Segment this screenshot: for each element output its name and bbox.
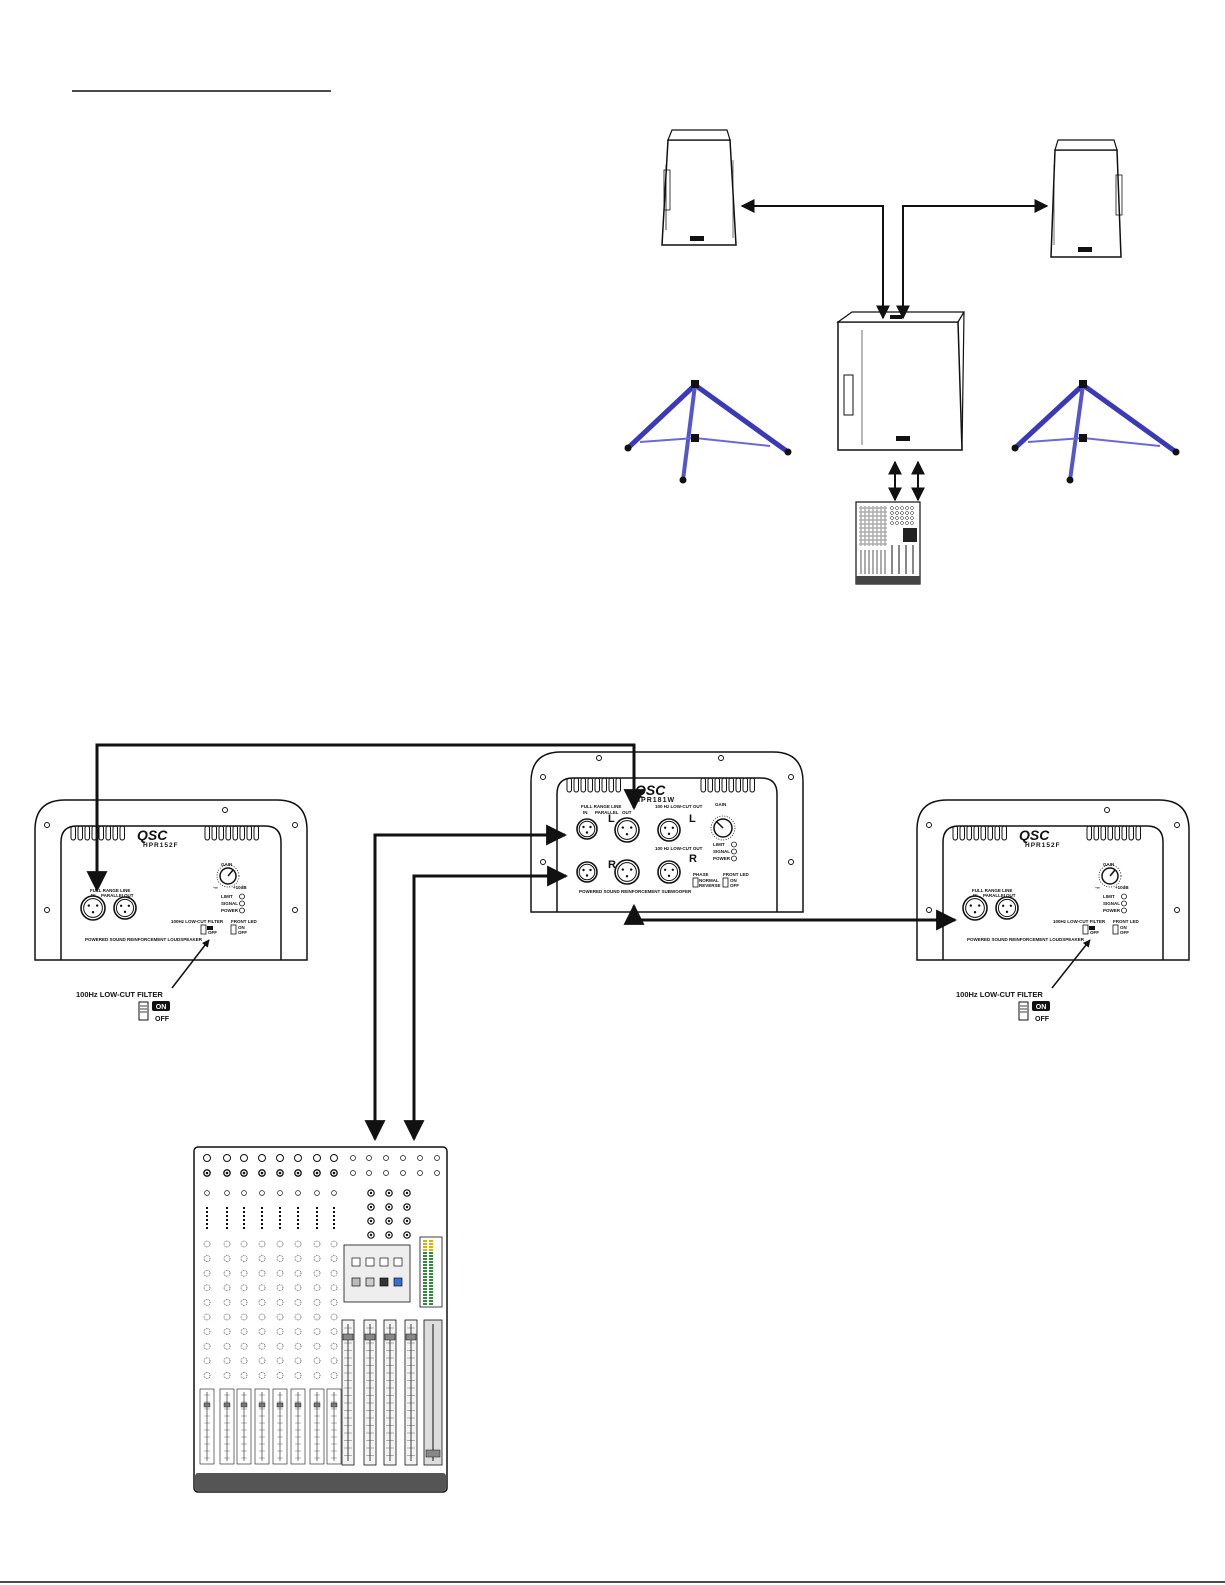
callout-left-off: OFF [155,1016,170,1023]
sub-xlr-in-right [576,861,598,883]
sub-hp-right-label: R [689,853,697,865]
sub-left-label: L [608,813,615,825]
main_panel-front_led: FRONT LED [231,919,257,924]
left-main-brand-logo: QSC [137,827,168,843]
main_panel-filter_switch: 100Hz LOW-CUT FILTER [1053,919,1106,924]
left-main-model: HPR152F [143,842,179,849]
left-main-xlr-out [113,896,137,920]
sub_panel-front_led: FRONT LED [723,872,749,877]
sub_panel-footer: POWERED SOUND REINFORCEMENT SUBWOOFER [579,889,692,894]
sub_panel-phase_normal: NORMAL [699,878,719,883]
callout-right-on: ON [1036,1004,1047,1011]
right-speaker-on-stand [1011,139,1180,484]
main_panel-footer: POWERED SOUND REINFORCEMENT LOUDSPEAKER [85,937,203,942]
sub-xlr-in-left [576,818,598,840]
sub_panel-phase_label: PHASE [693,872,709,877]
sub_panel-gain_label: GAIN [715,802,726,807]
main_panel-off: OFF [208,930,217,935]
callout-left-title: 100Hz LOW-CUT FILTER [76,990,163,999]
right-main-model: HPR152F [1025,842,1061,849]
sub-right-label: R [608,859,616,871]
sub_panel-on: ON [730,878,737,883]
sub-hp-left-label: L [689,813,696,825]
sub_panel-leds-0: LIMIT [713,842,725,847]
sub-model: HPR181W [635,797,675,804]
main_panel-out_label: OUT [1006,893,1016,898]
callout-left-on: ON [156,1004,167,1011]
main_panel-gain_min: -∞ [1095,885,1100,890]
sub_panel-hp_out_label: 100 Hz LOW-CUT OUT [655,846,703,851]
left-speaker-on-stand [624,129,792,484]
right-main-xlr-in [962,895,988,921]
main_panel-parallel_label: PARALLEL [101,893,125,898]
sub_panel-parallel_label: PARALLEL [595,810,619,815]
main_panel-leds-1: SIGNAL [221,901,238,906]
sub-xlr-hp-right [657,860,681,884]
main_panel-footer: POWERED SOUND REINFORCEMENT LOUDSPEAKER [967,937,1085,942]
main_panel-input_title: FULL RANGE LINE [972,888,1012,893]
main_panel-leds-0: LIMIT [221,894,233,899]
callout-right-off: OFF [1035,1016,1050,1023]
sub_panel-hp_out_label: 100 Hz LOW-CUT OUT [655,804,703,809]
main_panel-parallel_label: PARALLEL [983,893,1007,898]
cable-mixer-left-to-sub [364,824,568,1142]
main_panel-front_led: FRONT LED [1113,919,1139,924]
right-main-brand-logo: QSC [1019,827,1050,843]
subwoofer-illustration [836,311,966,451]
main_panel-gain_label: GAIN [1103,862,1114,867]
left-main-xlr-in [80,895,106,921]
cable-sub-out-to-right-main [623,903,958,931]
main_panel-leds-2: POWER [1103,908,1121,913]
sub_panel-leds-2: POWER [713,856,731,861]
sub-xlr-out-right [614,859,640,885]
mixer-small-illustration [855,501,921,585]
callout-pointer-right [1051,939,1091,989]
sub-xlr-hp-left [657,818,681,842]
sub_panel-in_label: IN [583,810,588,815]
main_panel-on: ON [238,925,245,930]
top-signal-arrows [740,199,1049,502]
left-main-speaker-panel [34,799,308,961]
mixer-large-illustration [193,1146,448,1493]
main_panel-out_label: OUT [124,893,134,898]
sub_panel-leds-1: SIGNAL [713,849,730,854]
main_panel-off: OFF [1090,930,1099,935]
main_panel-leds-0: LIMIT [1103,894,1115,899]
right-main-xlr-out [995,896,1019,920]
sub_panel-phase_reverse: REVERSE [699,883,721,888]
main_panel-leds-2: POWER [221,908,239,913]
main_panel-gain_max: +10dB [233,885,247,890]
callout-pointer-left [171,939,210,989]
main_panel-off: OFF [1120,930,1129,935]
main_panel-off: OFF [238,930,247,935]
callout-right: 100Hz LOW-CUT FILTER ON OFF [956,990,1050,1023]
callout-left: 100Hz LOW-CUT FILTER ON OFF [76,990,170,1023]
right-main-speaker-panel [916,799,1190,961]
sub_panel-input_title: FULL RANGE LINE [581,804,621,809]
main_panel-gain_min: -∞ [213,885,218,890]
main_panel-gain_label: GAIN [221,862,232,867]
sub-xlr-out-left [614,817,640,843]
callout-right-title: 100Hz LOW-CUT FILTER [956,990,1043,999]
sub_panel-out_label: OUT [622,810,632,815]
main_panel-on: ON [1120,925,1127,930]
sub_panel-off: OFF [730,883,739,888]
main_panel-filter_switch: 100Hz LOW-CUT FILTER [171,919,224,924]
main_panel-gain_max: +10dB [1115,885,1129,890]
main_panel-leds-1: SIGNAL [1103,901,1120,906]
cable-mixer-right-to-sub [403,865,569,1142]
cable-sub-out-to-left-main [86,743,645,893]
sub-brand-logo: QSC [635,782,666,798]
